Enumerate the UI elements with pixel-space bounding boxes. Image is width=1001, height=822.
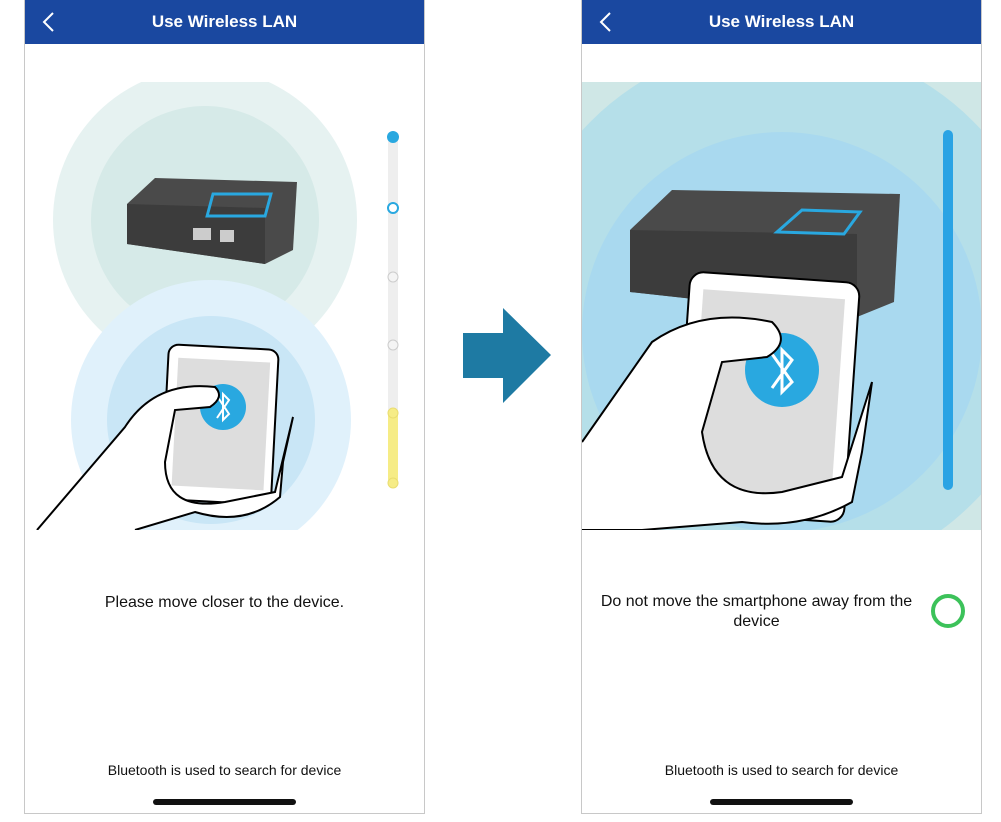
page-title: Use Wireless LAN (708, 12, 855, 31)
signal-meter-full (943, 130, 953, 490)
left-phone-screen: Use Wireless LAN Ple (24, 0, 425, 814)
right-phone-screen: Use Wireless LAN Do not move the smartph… (581, 0, 982, 814)
home-indicator[interactable] (153, 799, 296, 805)
proximity-illustration (36, 82, 399, 530)
home-indicator[interactable] (710, 799, 853, 805)
connected-illustration (582, 82, 981, 530)
status-message: Please move closer to the device. (104, 594, 345, 611)
back-chevron-icon[interactable] (39, 10, 61, 34)
status-message: Do not move the smartphone away from the… (600, 593, 913, 630)
footer-note: Bluetooth is used to search for device (664, 762, 899, 778)
ok-circle-icon (931, 594, 965, 628)
footer-note: Bluetooth is used to search for device (107, 762, 342, 778)
router-device-icon (127, 178, 297, 264)
header: Use Wireless LAN (25, 0, 424, 44)
smartphone-hand-icon (36, 343, 294, 530)
smartphone-hand-icon (582, 271, 873, 530)
back-chevron-icon[interactable] (596, 10, 618, 34)
signal-meter (387, 131, 399, 489)
header: Use Wireless LAN (582, 0, 981, 44)
page-title: Use Wireless LAN (151, 12, 298, 31)
arrow-right-icon (463, 308, 551, 403)
